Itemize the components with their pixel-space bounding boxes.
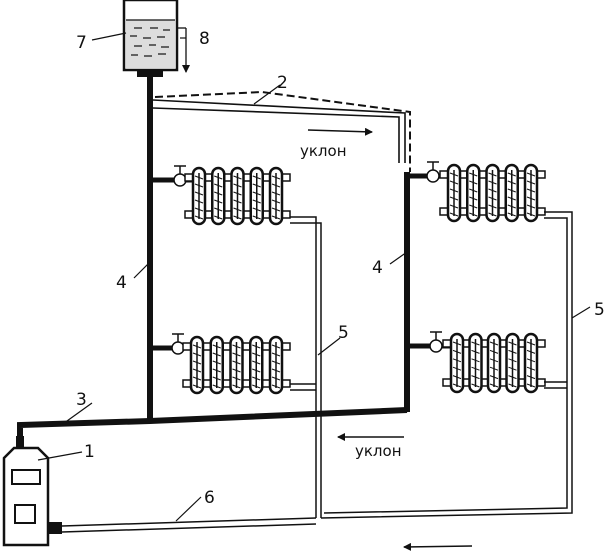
valve-right-bottom: [429, 331, 443, 353]
slope-arrow-bottom: [403, 542, 473, 551]
leader-lines: [37, 32, 591, 522]
label-7: 7: [76, 33, 87, 53]
radiator-right-top: [439, 163, 546, 223]
overflow-drain: [177, 27, 190, 73]
label-3: 3: [76, 390, 87, 410]
right-branches: [407, 173, 450, 349]
expansion-tank: [122, 0, 179, 77]
radiator-right-bottom: [442, 332, 546, 394]
label-5-right: 5: [594, 300, 605, 320]
supply-main: [17, 407, 408, 448]
radiators: [182, 163, 546, 395]
return-main: [61, 503, 573, 533]
slope-label-top: уклон: [300, 142, 347, 160]
slope-label-middle: уклон: [355, 442, 402, 460]
label-5-left: 5: [338, 323, 349, 343]
label-4-right: 4: [372, 258, 383, 278]
label-1: 1: [84, 442, 95, 462]
valve-left-top: [173, 165, 187, 187]
radiator-left-bottom: [182, 335, 291, 395]
boiler: [2, 436, 62, 547]
left-branches: [150, 177, 195, 351]
label-4-left: 4: [116, 273, 127, 293]
label-2: 2: [277, 73, 288, 93]
return-pipe-right: [544, 211, 573, 503]
label-6: 6: [204, 488, 215, 508]
overflow-pipe: [154, 90, 411, 172]
top-supply-pipe: [152, 99, 406, 163]
return-pipe-left: [290, 216, 322, 518]
valve-right-top: [426, 161, 440, 183]
valve-left-bottom: [171, 333, 185, 355]
radiator-left-top: [184, 166, 291, 226]
slope-arrow-top: [307, 127, 373, 136]
label-8: 8: [199, 29, 210, 49]
